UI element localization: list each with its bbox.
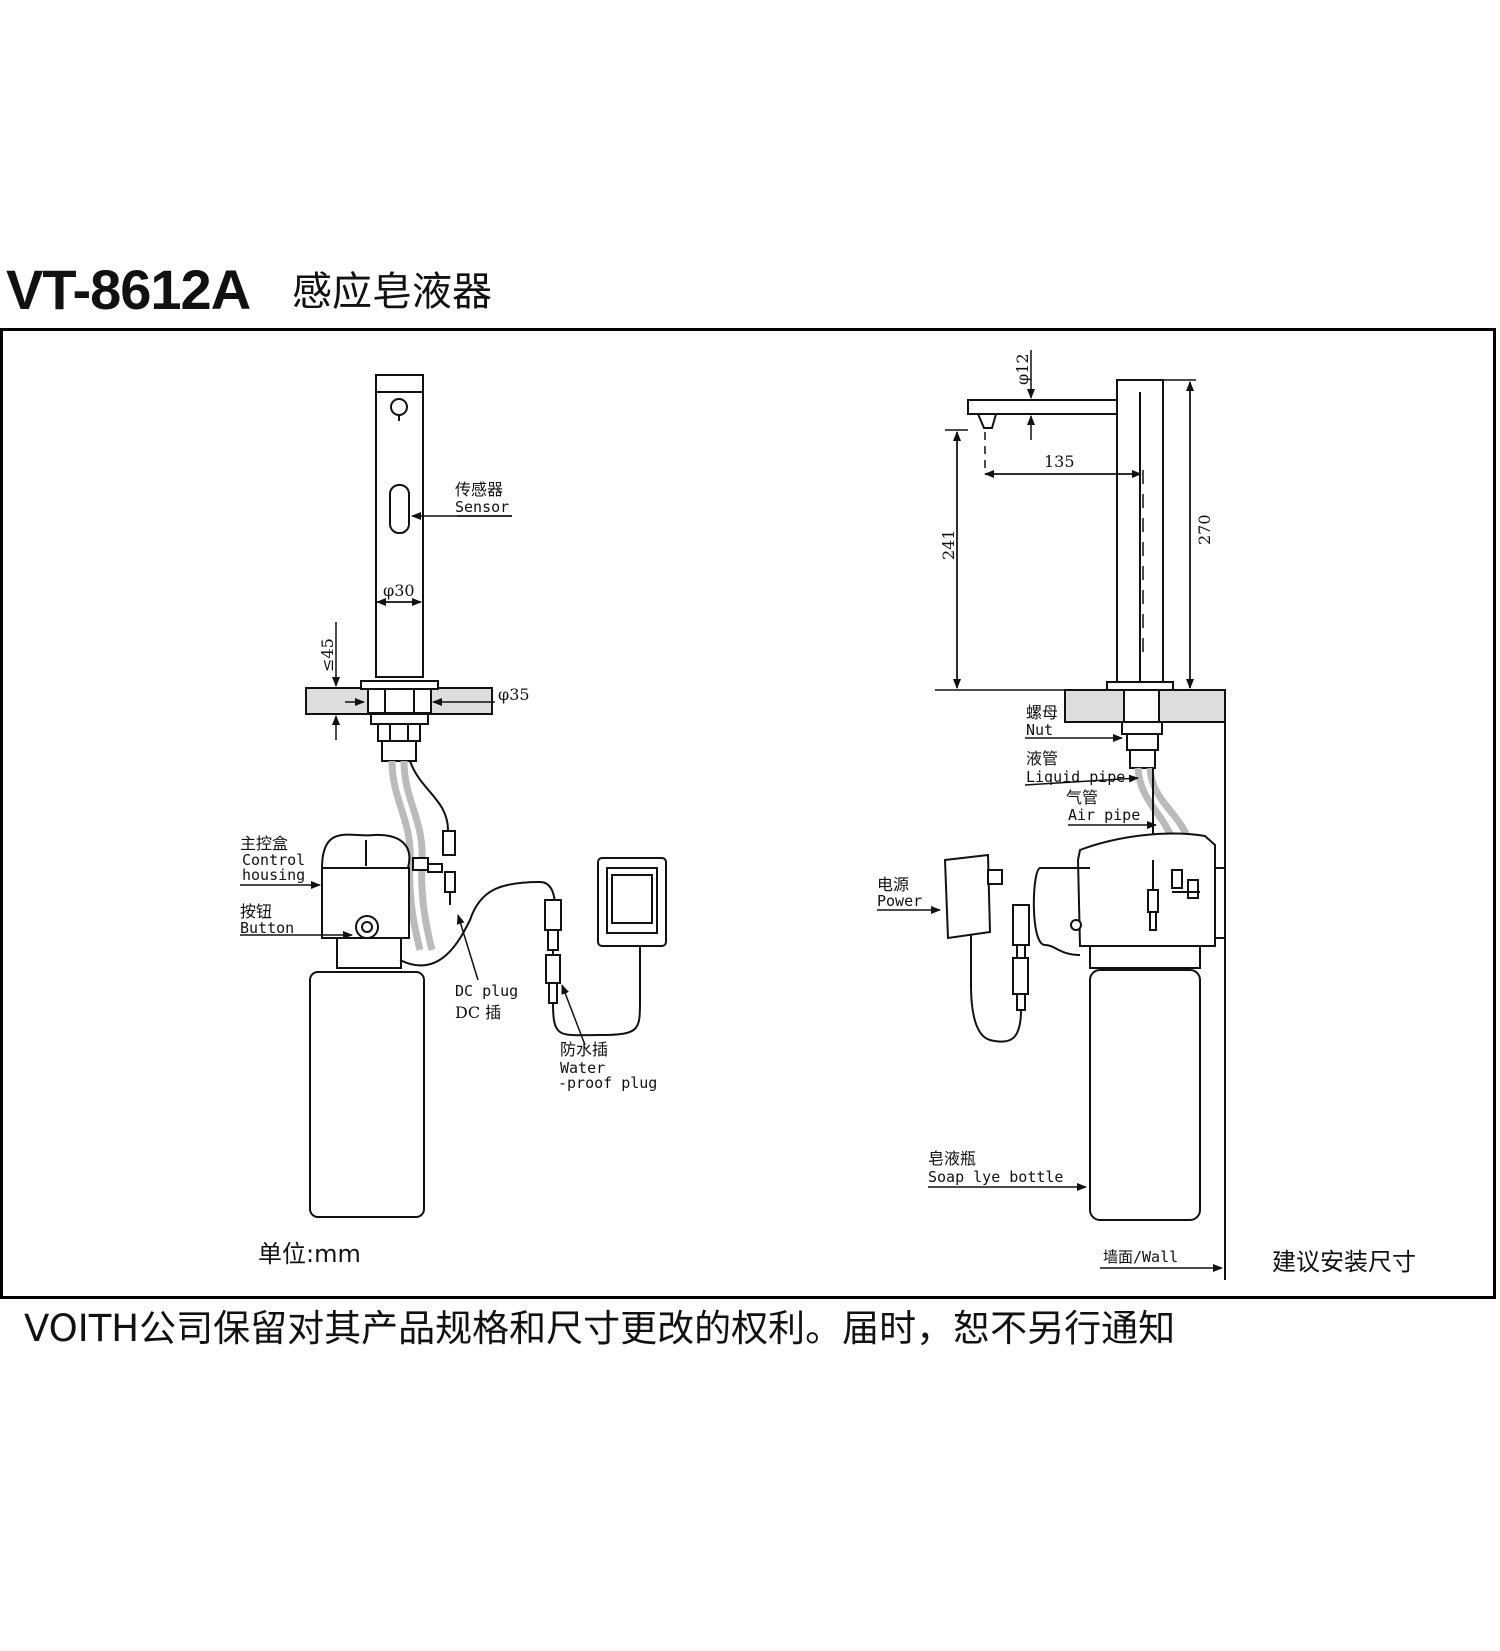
dim-135: 135 <box>1044 452 1075 471</box>
dim-le45: ≤45 <box>318 638 337 672</box>
dim-phi12: φ12 <box>1013 353 1032 385</box>
nut <box>377 723 421 742</box>
control-label-en-1: Control <box>242 851 305 869</box>
unit-label: 单位:mm <box>258 1240 361 1268</box>
right-nut <box>1126 733 1159 751</box>
liquid-label-cn: 液管 <box>1026 749 1058 768</box>
button-label-cn: 按钮 <box>240 902 272 921</box>
power-label-cn: 电源 <box>877 875 909 894</box>
right-control-housing <box>1076 832 1216 947</box>
soap-bottle <box>309 971 425 1218</box>
right-view <box>943 379 1226 1280</box>
left-view <box>305 374 667 1218</box>
dc-plug-label-en: DC plug <box>455 982 518 1000</box>
sensor-label-en: Sensor <box>455 498 509 516</box>
button-label-en: Button <box>240 919 294 937</box>
waterproof-label-en-1: Water <box>560 1059 605 1077</box>
recommend-label: 建议安装尺寸 <box>1272 1248 1416 1276</box>
spout-arm <box>967 399 1118 415</box>
model-title: VT-8612A <box>6 258 251 321</box>
button-icon <box>355 915 379 939</box>
dc-plug-label-cn: DC 插 <box>455 1003 501 1022</box>
right-power-adapter <box>943 853 992 940</box>
footer-notice: VOITH公司保留对其产品规格和尺寸更改的权利。届时，恕不另行通知 <box>24 1307 1176 1350</box>
dim-phi35: φ35 <box>498 685 530 704</box>
right-dimensions <box>877 350 1223 1272</box>
control-label-cn: 主控盒 <box>240 834 288 853</box>
product-name: 感应皂液器 <box>292 269 492 315</box>
nut-label-cn: 螺母 <box>1026 703 1058 722</box>
dim-241: 241 <box>939 529 958 560</box>
nut-label-en: Nut <box>1026 721 1053 739</box>
waterproof-label-cn: 防水插 <box>560 1040 608 1059</box>
air-label-en: Air pipe <box>1068 806 1140 824</box>
waterproof-label-en-2: -proof plug <box>558 1074 657 1092</box>
liquid-label-en: Liquid pipe <box>1026 768 1125 786</box>
dim-270: 270 <box>1195 514 1214 545</box>
wall-label: 墙面/Wall <box>1103 1248 1178 1266</box>
sensor-label-cn: 传感器 <box>455 480 503 499</box>
spout-body <box>375 374 424 678</box>
dim-phi30: φ30 <box>383 581 415 600</box>
left-dimensions <box>240 512 586 1046</box>
air-label-cn: 气管 <box>1066 788 1098 807</box>
control-label-en-2: housing <box>242 866 305 884</box>
bottle-label-en: Soap lye bottle <box>928 1168 1063 1186</box>
diagram-frame <box>0 328 1496 1299</box>
sensor-window <box>389 484 410 534</box>
right-soap-bottle <box>1089 969 1201 1221</box>
bottle-label-cn: 皂液瓶 <box>928 1149 976 1168</box>
power-label-en: Power <box>877 892 922 910</box>
